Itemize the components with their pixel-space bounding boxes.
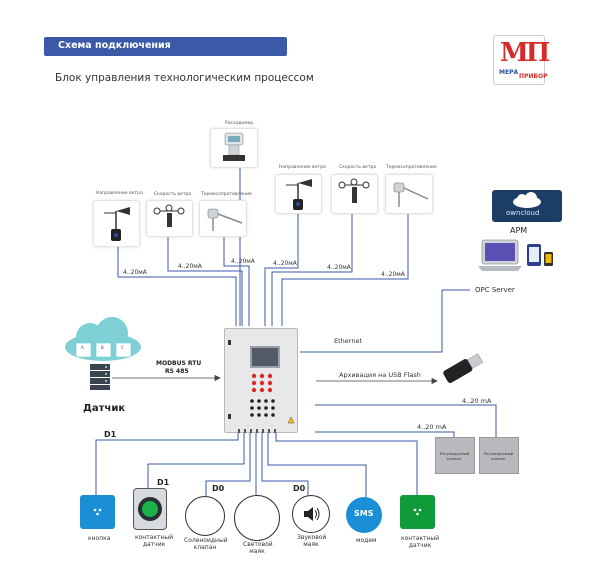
page-subtitle: Блок управления технологическим процессо…	[55, 72, 314, 84]
wind-speed-title-1: Скорость ветра	[154, 192, 192, 197]
cloud-cell-c: C	[121, 345, 124, 350]
wind-vane-icon	[286, 179, 312, 210]
flowmeter-card	[210, 128, 258, 168]
datchik-label: Датчик	[83, 403, 126, 414]
thermo-card-2	[385, 174, 433, 214]
solenoid-valve	[185, 496, 225, 536]
light-beacon	[234, 495, 280, 541]
sound-beacon	[292, 495, 330, 533]
server-icon	[90, 364, 110, 390]
wind-dir-title-2: Направление ветра	[279, 165, 326, 170]
sms-modem-label: модем	[356, 537, 377, 544]
regulating-valve-2	[479, 437, 519, 474]
traffic-light-icon	[138, 497, 162, 521]
wind-speed-card-1	[146, 200, 193, 237]
signal-label: 4..20 mA	[417, 423, 447, 431]
usb-flash-icon	[443, 353, 484, 383]
wind-dir-card-2	[275, 174, 322, 214]
control-cabinet	[224, 328, 298, 433]
speaker-icon	[304, 507, 320, 521]
thermo-card-1	[199, 200, 247, 237]
wind-dir-card-1	[93, 200, 140, 247]
apm-label: АРМ	[510, 226, 528, 235]
logo-text-mera: МЕРА	[499, 69, 519, 76]
cloud-icon	[513, 192, 541, 208]
opc-server-label: OPC Server	[475, 286, 515, 294]
anemometer-icon	[338, 178, 370, 203]
contact-sensor-1	[133, 488, 167, 530]
signal-label: 4..20мА	[327, 264, 351, 271]
sms-modem: SMS	[346, 497, 382, 533]
contact-sensor-2	[400, 495, 435, 529]
usb-label: Архивация на USB Flash	[339, 371, 421, 379]
company-logo	[493, 35, 545, 85]
signal-label: 4..20 mA	[462, 397, 492, 405]
wind-speed-card-2	[331, 174, 378, 214]
logo-text-pribor: ПРИБОР	[519, 73, 548, 80]
contact-sensor-icon	[413, 508, 422, 516]
cabinet-controls	[228, 340, 295, 433]
regulating-valve-1	[435, 437, 475, 474]
owncloud-label: owncloud	[506, 209, 540, 217]
thermo-title-1: Термосопротивление	[201, 192, 252, 197]
devices-icon	[478, 239, 553, 271]
cloud-cell-a: A	[81, 345, 84, 350]
logo-mark: МП	[500, 38, 550, 68]
button-device	[80, 495, 115, 529]
channel-d1-label: D1	[104, 430, 117, 439]
channel-d0-label: D0	[293, 484, 306, 493]
signal-label: 4..20мА	[273, 260, 297, 267]
cloud-network-icon	[65, 317, 141, 361]
modbus-label: MODBUS RTU	[156, 360, 202, 367]
thermo-probe-icon	[207, 208, 243, 231]
anemometer-icon	[153, 204, 185, 227]
rs485-label: RS 485	[165, 368, 189, 375]
ethernet-label: Ethernet	[334, 337, 362, 345]
button-icon	[93, 508, 102, 516]
page-title: Схема подключения	[58, 40, 171, 51]
signal-label: 4..20мА	[123, 269, 147, 276]
channel-d0-label: D0	[212, 484, 225, 493]
channel-d1-label: D1	[157, 478, 170, 487]
header-bar	[44, 37, 287, 56]
button-device-label: кнопка	[88, 535, 111, 542]
flowmeter-icon	[223, 132, 245, 161]
cloud-cell-b: B	[101, 345, 104, 350]
sms-icon: SMS	[354, 509, 374, 518]
signal-label: 4..20мА	[178, 263, 202, 270]
wind-vane-icon	[104, 207, 130, 241]
wind-speed-title-2: Скорость ветра	[339, 165, 377, 170]
thermo-title-2: Термосопротивление	[386, 165, 437, 170]
thermo-probe-icon	[393, 182, 429, 207]
signal-label: 4..20мА	[381, 271, 405, 278]
signal-label: 4..20мА	[231, 258, 255, 265]
flowmeter-title: Расходомер	[225, 121, 254, 126]
wind-dir-title-1: Направление ветра	[96, 191, 143, 196]
cabinet-display	[250, 346, 280, 368]
owncloud-badge: owncloud	[492, 190, 562, 222]
